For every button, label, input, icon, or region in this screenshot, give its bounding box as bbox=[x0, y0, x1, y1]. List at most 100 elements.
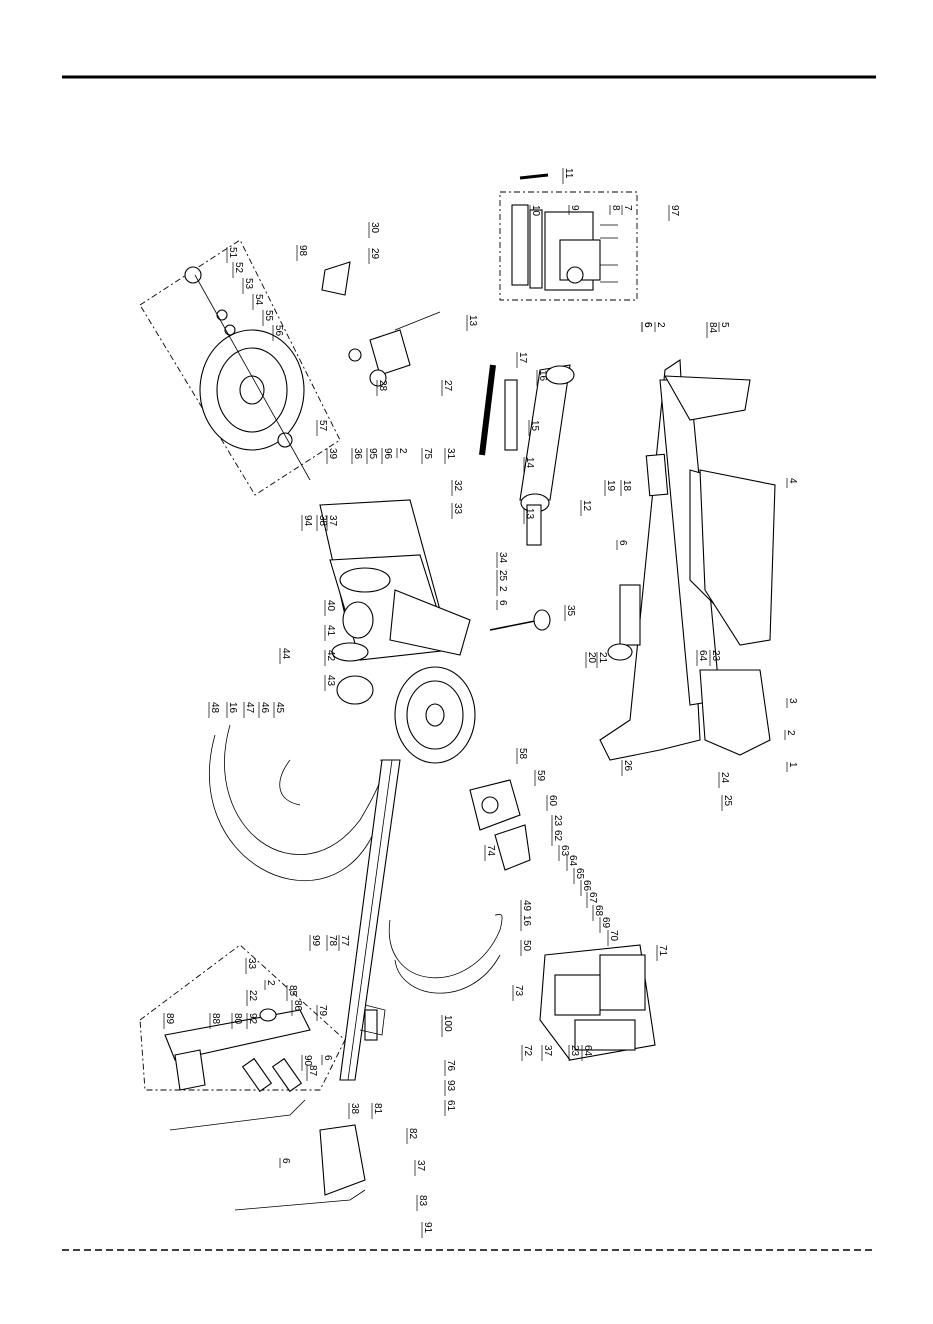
callout-7: 7 bbox=[622, 205, 633, 211]
control-valve-27 bbox=[348, 311, 441, 387]
callout-49: 49 bbox=[521, 900, 532, 912]
hydraulic-cylinder-12 bbox=[519, 364, 575, 546]
callout-75: 75 bbox=[422, 448, 433, 460]
hose-14 bbox=[479, 364, 496, 456]
callout-93: 93 bbox=[445, 1080, 456, 1092]
callout-100: 100 bbox=[442, 1015, 453, 1032]
tank-31 bbox=[319, 499, 471, 661]
callout-35: 35 bbox=[565, 605, 576, 617]
callout-99: 99 bbox=[310, 935, 321, 947]
callout-64: 64 bbox=[567, 855, 578, 867]
cover-42 bbox=[336, 675, 374, 705]
plate-29 bbox=[321, 261, 351, 296]
callout-50: 50 bbox=[521, 940, 532, 952]
callout-83: 83 bbox=[417, 1195, 428, 1207]
callout-71: 71 bbox=[657, 945, 668, 957]
callout-53: 53 bbox=[243, 278, 254, 290]
callout-10: 10 bbox=[530, 205, 541, 217]
callout-12: 12 bbox=[581, 500, 592, 512]
callout-91: 91 bbox=[422, 1222, 433, 1234]
dipstick-35 bbox=[489, 619, 541, 631]
callout-84: 84 bbox=[707, 322, 718, 334]
callout-72: 72 bbox=[522, 1045, 533, 1057]
bolt-11 bbox=[519, 173, 549, 180]
callout-17: 17 bbox=[517, 352, 528, 364]
callout-21: 21 bbox=[597, 652, 608, 664]
callout-96: 96 bbox=[382, 448, 393, 460]
callout-98: 98 bbox=[297, 245, 308, 257]
callout-2: 2 bbox=[785, 730, 796, 736]
callout-44: 44 bbox=[280, 648, 291, 660]
callout-5: 5 bbox=[719, 322, 730, 328]
callout-63: 63 bbox=[559, 845, 570, 857]
callout-38: 38 bbox=[349, 1103, 360, 1115]
callout-6: 6 bbox=[322, 1055, 333, 1061]
callout-37: 37 bbox=[542, 1045, 553, 1057]
callout-24: 24 bbox=[719, 772, 730, 784]
hose-49-50 bbox=[388, 914, 503, 979]
callout-74: 74 bbox=[485, 845, 496, 857]
callout-45: 45 bbox=[274, 702, 285, 714]
callout-22: 22 bbox=[247, 990, 258, 1002]
callout-38: 38 bbox=[317, 515, 328, 527]
bracket-3 bbox=[699, 669, 771, 756]
callout-37: 37 bbox=[415, 1160, 426, 1172]
callout-2: 2 bbox=[655, 322, 666, 328]
callout-65: 65 bbox=[574, 868, 585, 880]
pump-59 bbox=[469, 779, 521, 831]
callout-56: 56 bbox=[273, 325, 284, 337]
callout-33: 33 bbox=[246, 958, 257, 970]
callout-58: 58 bbox=[517, 748, 528, 760]
callout-88: 88 bbox=[210, 1013, 221, 1025]
callout-1: 1 bbox=[787, 762, 798, 768]
callout-66: 66 bbox=[581, 880, 592, 892]
callout-32: 32 bbox=[452, 480, 463, 492]
filter-40 bbox=[342, 601, 374, 639]
callout-57: 57 bbox=[317, 420, 328, 432]
hitch-assembly-99 bbox=[139, 944, 346, 1093]
callout-34: 34 bbox=[497, 552, 508, 564]
callout-73: 73 bbox=[513, 985, 524, 997]
tow-wheel bbox=[394, 666, 476, 764]
callout-87: 87 bbox=[307, 1065, 318, 1077]
callout-2: 2 bbox=[397, 448, 408, 454]
callout-64: 64 bbox=[697, 650, 708, 662]
callout-77: 77 bbox=[339, 935, 350, 947]
return-hoses bbox=[209, 724, 394, 882]
callout-90: 90 bbox=[302, 1055, 313, 1067]
gasket-41 bbox=[331, 642, 369, 662]
callout-60: 60 bbox=[547, 795, 558, 807]
callout-16: 16 bbox=[521, 915, 532, 927]
callout-40: 40 bbox=[325, 600, 336, 612]
callout-6: 6 bbox=[642, 322, 653, 328]
handle-76 bbox=[359, 1004, 386, 1036]
callout-42: 42 bbox=[325, 650, 336, 662]
callout-97: 97 bbox=[669, 205, 680, 217]
callout-13: 13 bbox=[467, 315, 478, 327]
callout-47: 47 bbox=[244, 702, 255, 714]
callout-2: 2 bbox=[265, 980, 276, 986]
callout-39: 39 bbox=[327, 448, 338, 460]
callout-15: 15 bbox=[529, 420, 540, 432]
callout-52: 52 bbox=[233, 262, 244, 274]
wedge-plate-4 bbox=[699, 469, 776, 646]
callout-81: 81 bbox=[372, 1103, 383, 1115]
callout-94: 94 bbox=[302, 515, 313, 527]
callout-61: 61 bbox=[445, 1100, 456, 1112]
callout-27: 27 bbox=[442, 380, 453, 392]
callout-20: 20 bbox=[586, 652, 597, 664]
callout-11: 11 bbox=[563, 168, 574, 179]
safety-chain-lower bbox=[234, 1189, 366, 1211]
callout-80: 80 bbox=[232, 1013, 243, 1025]
callout-59: 59 bbox=[535, 770, 546, 782]
coupling-63 bbox=[494, 824, 531, 871]
coupler-82 bbox=[319, 1124, 366, 1196]
callout-4: 4 bbox=[787, 478, 798, 484]
callout-82: 82 bbox=[407, 1128, 418, 1140]
callout-6: 6 bbox=[642, 322, 653, 328]
callout-89: 89 bbox=[164, 1013, 175, 1025]
callout-25: 25 bbox=[497, 570, 508, 582]
callout-85: 85 bbox=[287, 985, 298, 997]
